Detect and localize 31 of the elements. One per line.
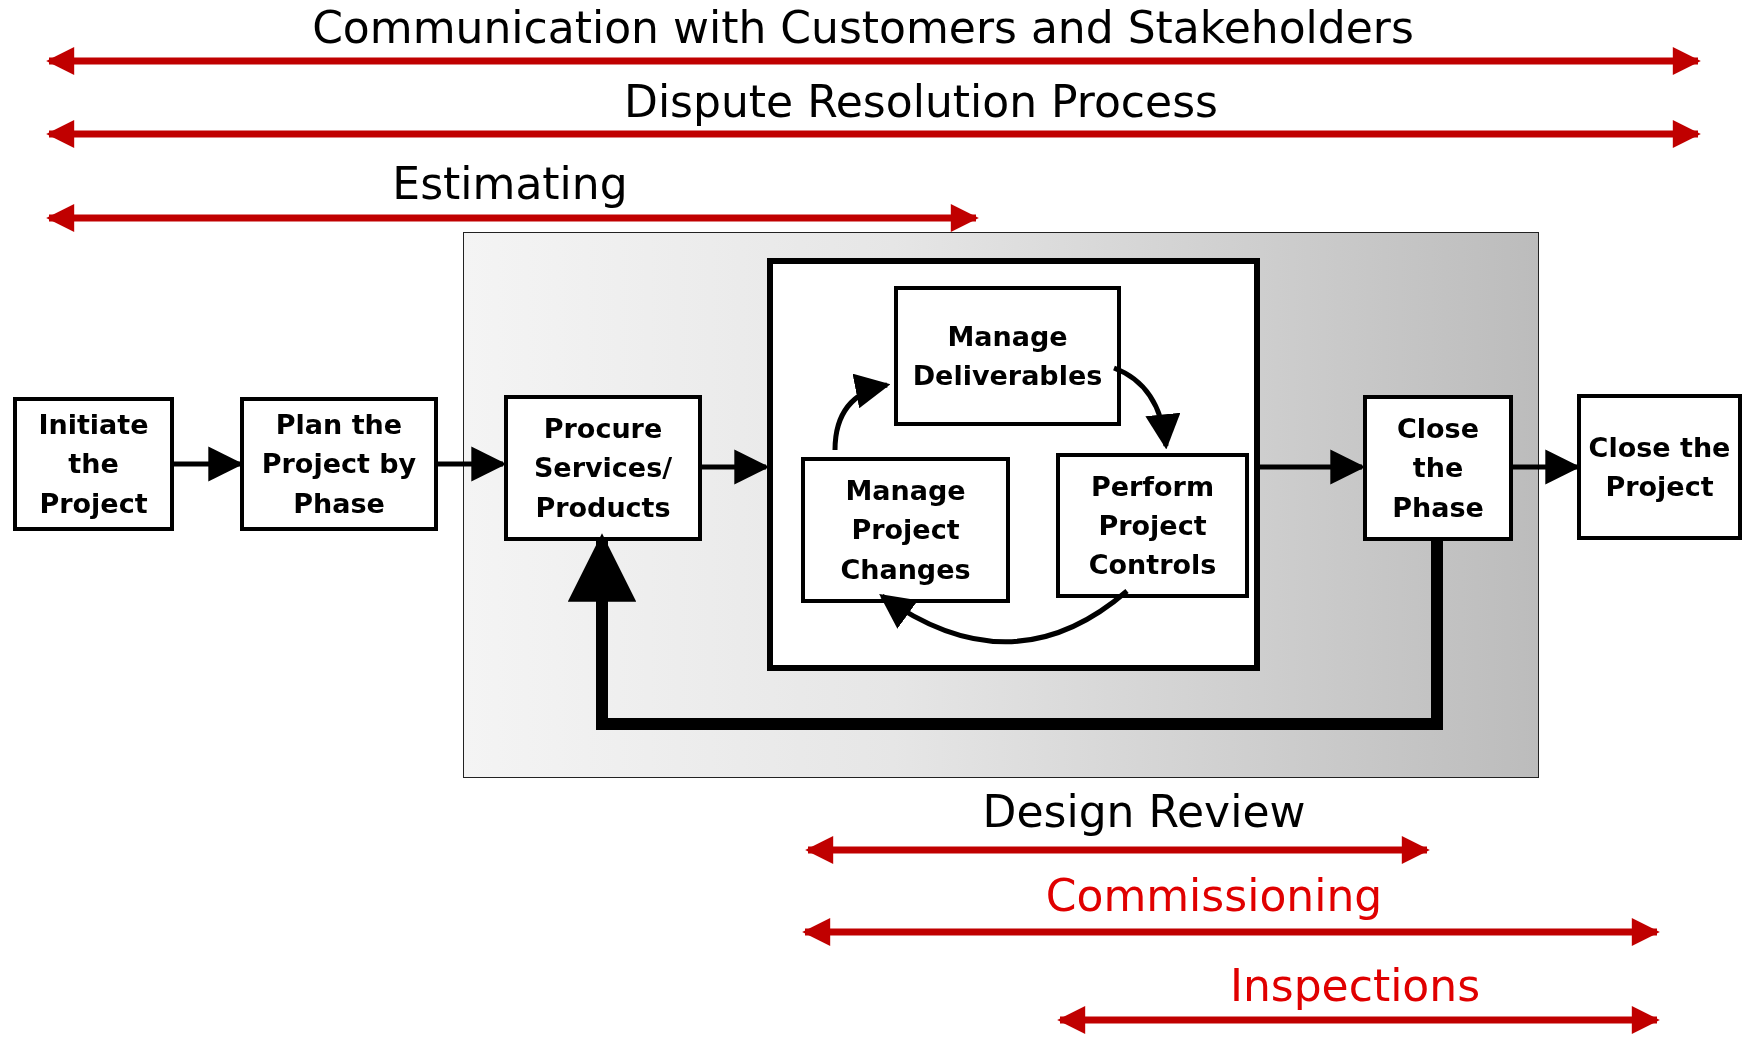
- span-label: Estimating: [392, 160, 628, 209]
- box-label: Close the Phase: [1391, 412, 1485, 525]
- process-box: [1577, 394, 1742, 540]
- arrow: [1259, 449, 1366, 485]
- process-box: [13, 397, 174, 531]
- arrow: [1113, 365, 1180, 450]
- arrow: [567, 533, 1443, 730]
- process-box: [240, 397, 438, 531]
- box-label: Initiate the Project: [37, 408, 150, 521]
- span-label: Commissioning: [1045, 872, 1383, 921]
- process-box: [504, 395, 702, 541]
- box-label: Perform Project Controls: [1087, 469, 1218, 583]
- box-label: Plan the Project by Phase: [260, 408, 418, 521]
- box-label: Close the Project: [1587, 430, 1732, 504]
- arrow: [832, 375, 891, 451]
- span-label: Dispute Resolution Process: [624, 78, 1218, 127]
- process-box: [801, 457, 1010, 603]
- process-box: [894, 286, 1121, 426]
- shaded-panel: [463, 232, 1539, 778]
- arrow: [438, 446, 507, 482]
- span-label: Design Review: [982, 788, 1306, 837]
- process-box: [1056, 453, 1249, 598]
- arrow: [879, 589, 1129, 645]
- span-label: Inspections: [1229, 962, 1481, 1011]
- box-label: Procure Services/ Products: [532, 412, 674, 525]
- arrow: [701, 449, 770, 485]
- cycle-frame: [767, 258, 1260, 671]
- process-box: [1363, 395, 1513, 541]
- span-label: Communication with Customers and Stakeholders: [312, 4, 1414, 53]
- box-label: Manage Project Changes: [839, 474, 972, 587]
- box-label: Manage Deliverables: [911, 319, 1104, 393]
